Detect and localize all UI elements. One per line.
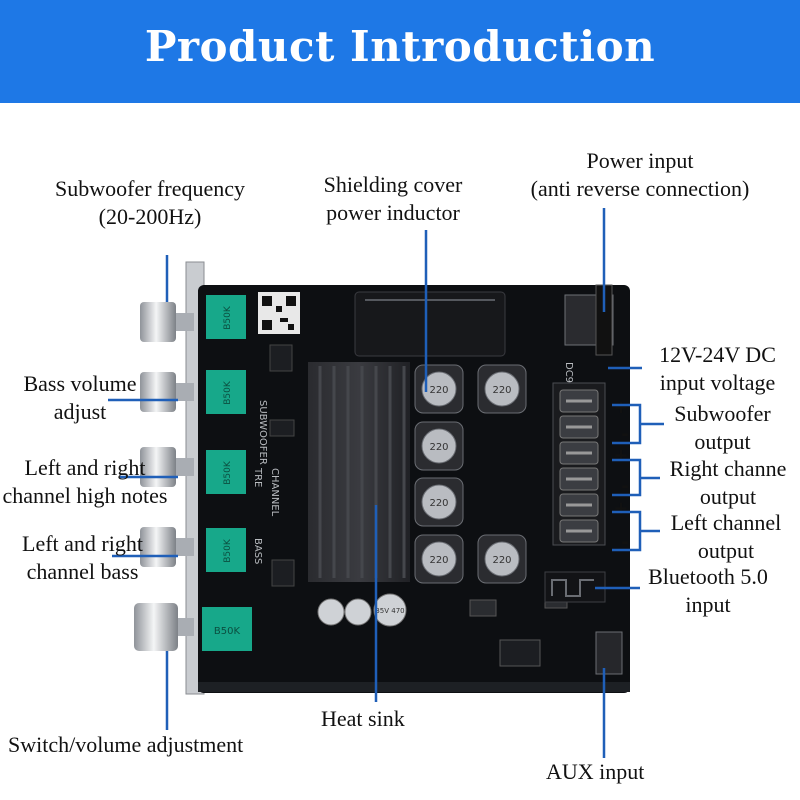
label-line: Bass volume — [23, 371, 137, 396]
polarity-minus: - — [621, 532, 628, 553]
label-line: Left channel — [670, 510, 782, 535]
inductor-label: 220 — [429, 442, 448, 453]
label-line: input — [685, 592, 731, 617]
aux-jack — [595, 631, 623, 675]
label-left-output: Left channel output — [654, 509, 798, 565]
label-line: Right channe — [669, 456, 787, 481]
label-dc-input: 12V-24V DC input voltage — [640, 341, 795, 397]
silkscreen-channel: CHANNEL — [269, 468, 280, 517]
inductor-label: 220 — [492, 555, 511, 566]
label-high-notes: Left and right channel high notes — [0, 454, 170, 510]
potentiometers: B50K B50K B50K B50K B50K — [202, 295, 252, 651]
label-line: (20-200Hz) — [98, 204, 202, 229]
polarity-plus: + — [613, 397, 628, 418]
label-bass: Left and right channel bass — [0, 530, 165, 586]
polarity-minus: - — [621, 476, 628, 497]
label-line: output — [694, 429, 751, 454]
pot-label: B50K — [223, 380, 233, 405]
silkscreen-bass: BASS — [252, 538, 263, 564]
knob-switch-volume[interactable] — [134, 603, 194, 651]
label-right-output: Right channe output — [656, 455, 800, 511]
pointer-lines — [108, 208, 664, 758]
polarity-minus: - — [621, 424, 628, 445]
label-line: output — [697, 538, 755, 563]
knob-subwoofer-frequency[interactable] — [140, 302, 194, 342]
label-aux-input: AUX input — [546, 759, 645, 784]
label-power-input: Power input (anti reverse connection) — [505, 147, 775, 203]
label-line: Power input — [586, 148, 694, 173]
pcb-edge — [198, 682, 630, 692]
label-line: output — [699, 484, 757, 509]
label-line: adjust — [53, 399, 107, 424]
label-line: Shielding cover — [323, 172, 463, 197]
label-subwoofer-frequency: Subwoofer frequency (20-200Hz) — [30, 175, 270, 231]
pot-label: B50K — [214, 626, 241, 637]
inductor-label: 220 — [429, 555, 448, 566]
label-bass-volume: Bass volume adjust — [10, 370, 150, 426]
pot-3 — [206, 450, 246, 494]
pot-label: B50K — [223, 538, 233, 563]
label-line: channel high notes — [2, 483, 168, 508]
inductor-label: 220 — [429, 498, 448, 509]
title-banner: Product Introduction — [0, 0, 800, 103]
label-bluetooth: Bluetooth 5.0 input — [633, 563, 783, 619]
polarity-plus: + — [613, 498, 628, 519]
polarity-plus: + — [613, 445, 628, 466]
silkscreen-tre: TRE — [252, 467, 263, 487]
terminal-block — [552, 382, 606, 546]
heat-sink — [308, 362, 410, 582]
label-line: Subwoofer — [674, 401, 771, 426]
inductors: 220 220 220 220 220 220 — [414, 364, 527, 584]
small-capacitors: 35V 470 — [317, 593, 407, 627]
label-switch-volume: Switch/volume adjustment — [8, 732, 244, 757]
label-line: channel bass — [26, 559, 139, 584]
label-line: (anti reverse connection) — [530, 176, 750, 201]
label-shielding-cover: Shielding cover power inductor — [298, 171, 488, 227]
label-line: Bluetooth 5.0 — [648, 564, 768, 589]
pot-label: B50K — [223, 460, 233, 485]
label-line: 12V-24V DC — [659, 342, 776, 367]
inductor-label: 220 — [492, 385, 511, 396]
knob-bass-volume[interactable] — [140, 372, 194, 412]
inductor-label: 220 — [429, 385, 448, 396]
label-line: Left and right — [22, 531, 143, 556]
silkscreen-subwoofer: SUBWOOFER — [257, 400, 268, 465]
label-subwoofer-output: Subwoofer output — [660, 400, 785, 456]
power-capacitor — [354, 291, 506, 357]
pot-label: B50K — [223, 305, 233, 330]
pot-4 — [206, 528, 246, 572]
capacitor-label: 35V 470 — [375, 607, 404, 615]
page-title: Product Introduction — [144, 22, 656, 71]
label-line: power inductor — [326, 200, 460, 225]
pot-2 — [206, 370, 246, 414]
label-line: Subwoofer frequency — [55, 176, 245, 201]
label-heat-sink: Heat sink — [321, 706, 405, 731]
label-line: Left and right — [24, 455, 146, 480]
pot-1 — [206, 295, 246, 339]
qr-code — [258, 292, 300, 334]
label-line: input voltage — [659, 370, 776, 395]
pot-5 — [202, 607, 252, 651]
